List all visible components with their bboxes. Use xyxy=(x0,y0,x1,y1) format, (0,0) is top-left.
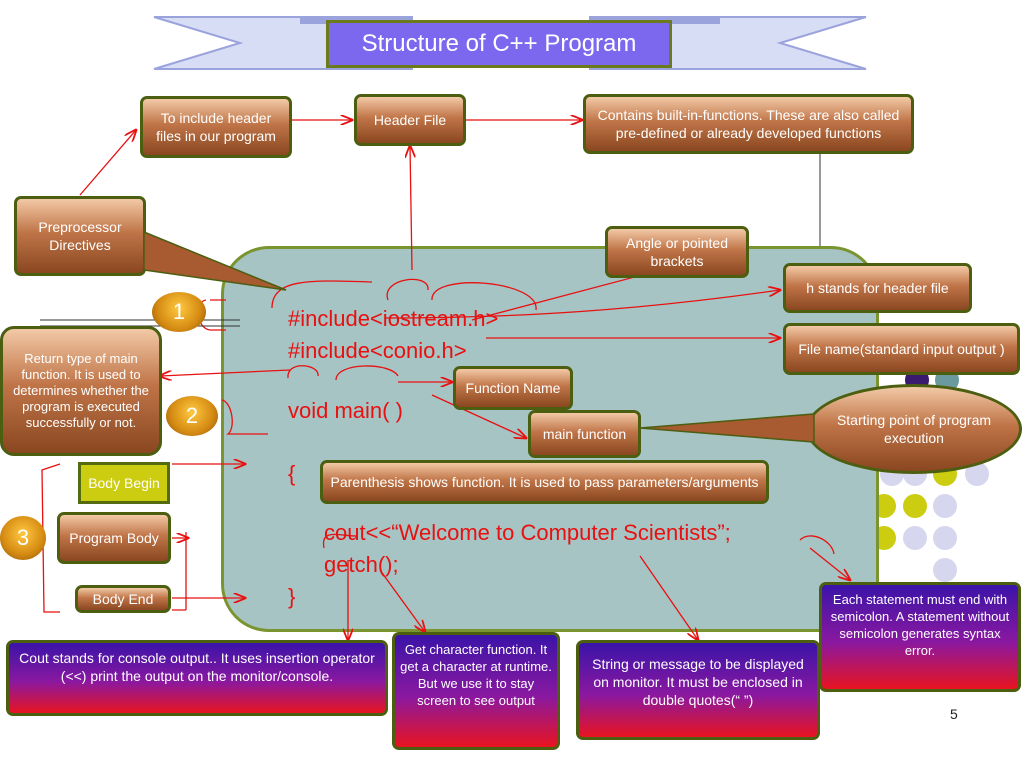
dot xyxy=(903,526,927,550)
starting-point-text: Starting point of program execution xyxy=(836,412,992,446)
code-line-getch: getch(); xyxy=(324,552,399,577)
label-string-description: String or message to be displayed on mon… xyxy=(576,640,820,740)
dot xyxy=(933,558,957,582)
marker-2: 2 xyxy=(166,396,218,436)
code-line-include-conio: #include<conio.h> xyxy=(288,338,467,363)
label-starting-point: Starting point of program execution xyxy=(806,384,1022,474)
label-getch-description: Get character function. It get a charact… xyxy=(392,632,560,750)
label-main-function: main function xyxy=(528,410,641,458)
label-header-file: Header File xyxy=(354,94,466,146)
starting-point-pointer xyxy=(640,413,815,443)
code-line-close-brace: } xyxy=(288,584,296,609)
label-function-name: Function Name xyxy=(453,366,573,410)
code-line-void-main: void main( ) xyxy=(288,398,403,423)
preprocessor-pointer xyxy=(143,230,287,291)
label-return-type: Return type of main function. It is used… xyxy=(0,326,162,456)
slide-number: 5 xyxy=(950,706,958,722)
label-angle-brackets: Angle or pointed brackets xyxy=(605,226,749,278)
label-file-name: File name(standard input output ) xyxy=(783,323,1020,375)
label-to-include-header-files: To include header files in our program xyxy=(140,96,292,158)
code-line-open-brace: { xyxy=(288,461,296,486)
code-line-cout: cout<<“Welcome to Computer Scientists”; xyxy=(324,520,731,545)
label-cout-description: Cout stands for console output.. It uses… xyxy=(6,640,388,716)
label-program-body: Program Body xyxy=(57,512,171,564)
label-preprocessor-directives: Preprocessor Directives xyxy=(14,196,146,276)
label-semicolon-description: Each statement must end with semicolon. … xyxy=(819,582,1021,692)
label-parenthesis: Parenthesis shows function. It is used t… xyxy=(320,460,769,504)
dot xyxy=(933,526,957,550)
marker-1: 1 xyxy=(152,292,206,332)
label-body-end: Body End xyxy=(75,585,171,613)
label-contains-builtin-functions: Contains built-in-functions. These are a… xyxy=(583,94,914,154)
label-h-stands-for-header-file: h stands for header file xyxy=(783,263,972,313)
dot xyxy=(933,494,957,518)
dot xyxy=(903,494,927,518)
slide-title: Structure of C++ Program xyxy=(326,20,672,68)
code-line-include-iostream: #include<iostream.h> xyxy=(288,306,499,331)
label-body-begin: Body Begin xyxy=(78,462,170,504)
marker-3: 3 xyxy=(0,516,46,560)
